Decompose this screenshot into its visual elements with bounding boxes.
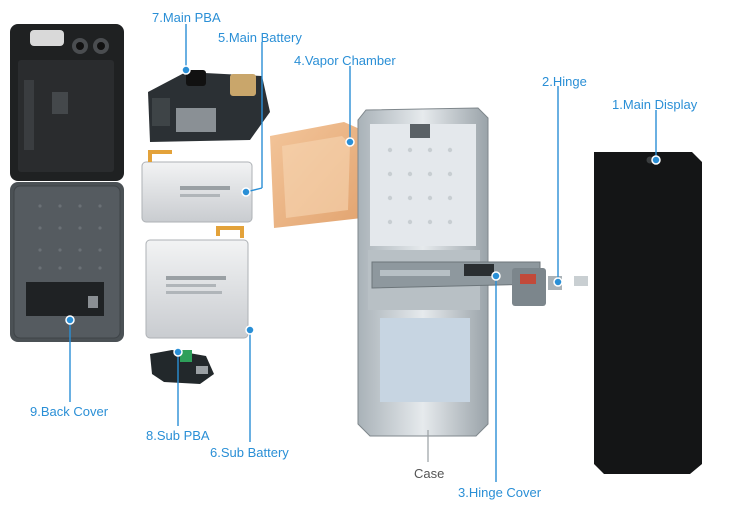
hinge-part — [512, 268, 588, 306]
back-cover-panel — [10, 182, 124, 342]
label-hinge: 2.Hinge — [542, 74, 587, 89]
sub-pba-part — [150, 350, 214, 384]
vapor-chamber-part — [270, 122, 362, 228]
leader-lines — [69, 24, 657, 482]
main-battery-part — [141, 150, 253, 223]
cover-screen-panel — [10, 24, 124, 181]
main-display-part — [594, 152, 702, 474]
label-vapor-chamber: 4.Vapor Chamber — [294, 53, 396, 68]
label-sub-pba: 8.Sub PBA — [146, 428, 210, 443]
label-back-cover: 9.Back Cover — [30, 404, 109, 419]
leader-markers — [65, 65, 661, 357]
label-hinge-cover: 3.Hinge Cover — [458, 485, 542, 500]
label-case: Case — [414, 466, 445, 481]
sub-battery-part — [145, 226, 249, 339]
label-main-display: 1.Main Display — [612, 97, 698, 112]
hinge-cover-part — [371, 261, 541, 289]
main-pba-part — [148, 70, 270, 142]
label-main-pba: 7.Main PBA — [152, 10, 221, 25]
label-sub-battery: 6.Sub Battery — [210, 445, 289, 460]
label-main-battery: 5.Main Battery — [218, 30, 302, 45]
